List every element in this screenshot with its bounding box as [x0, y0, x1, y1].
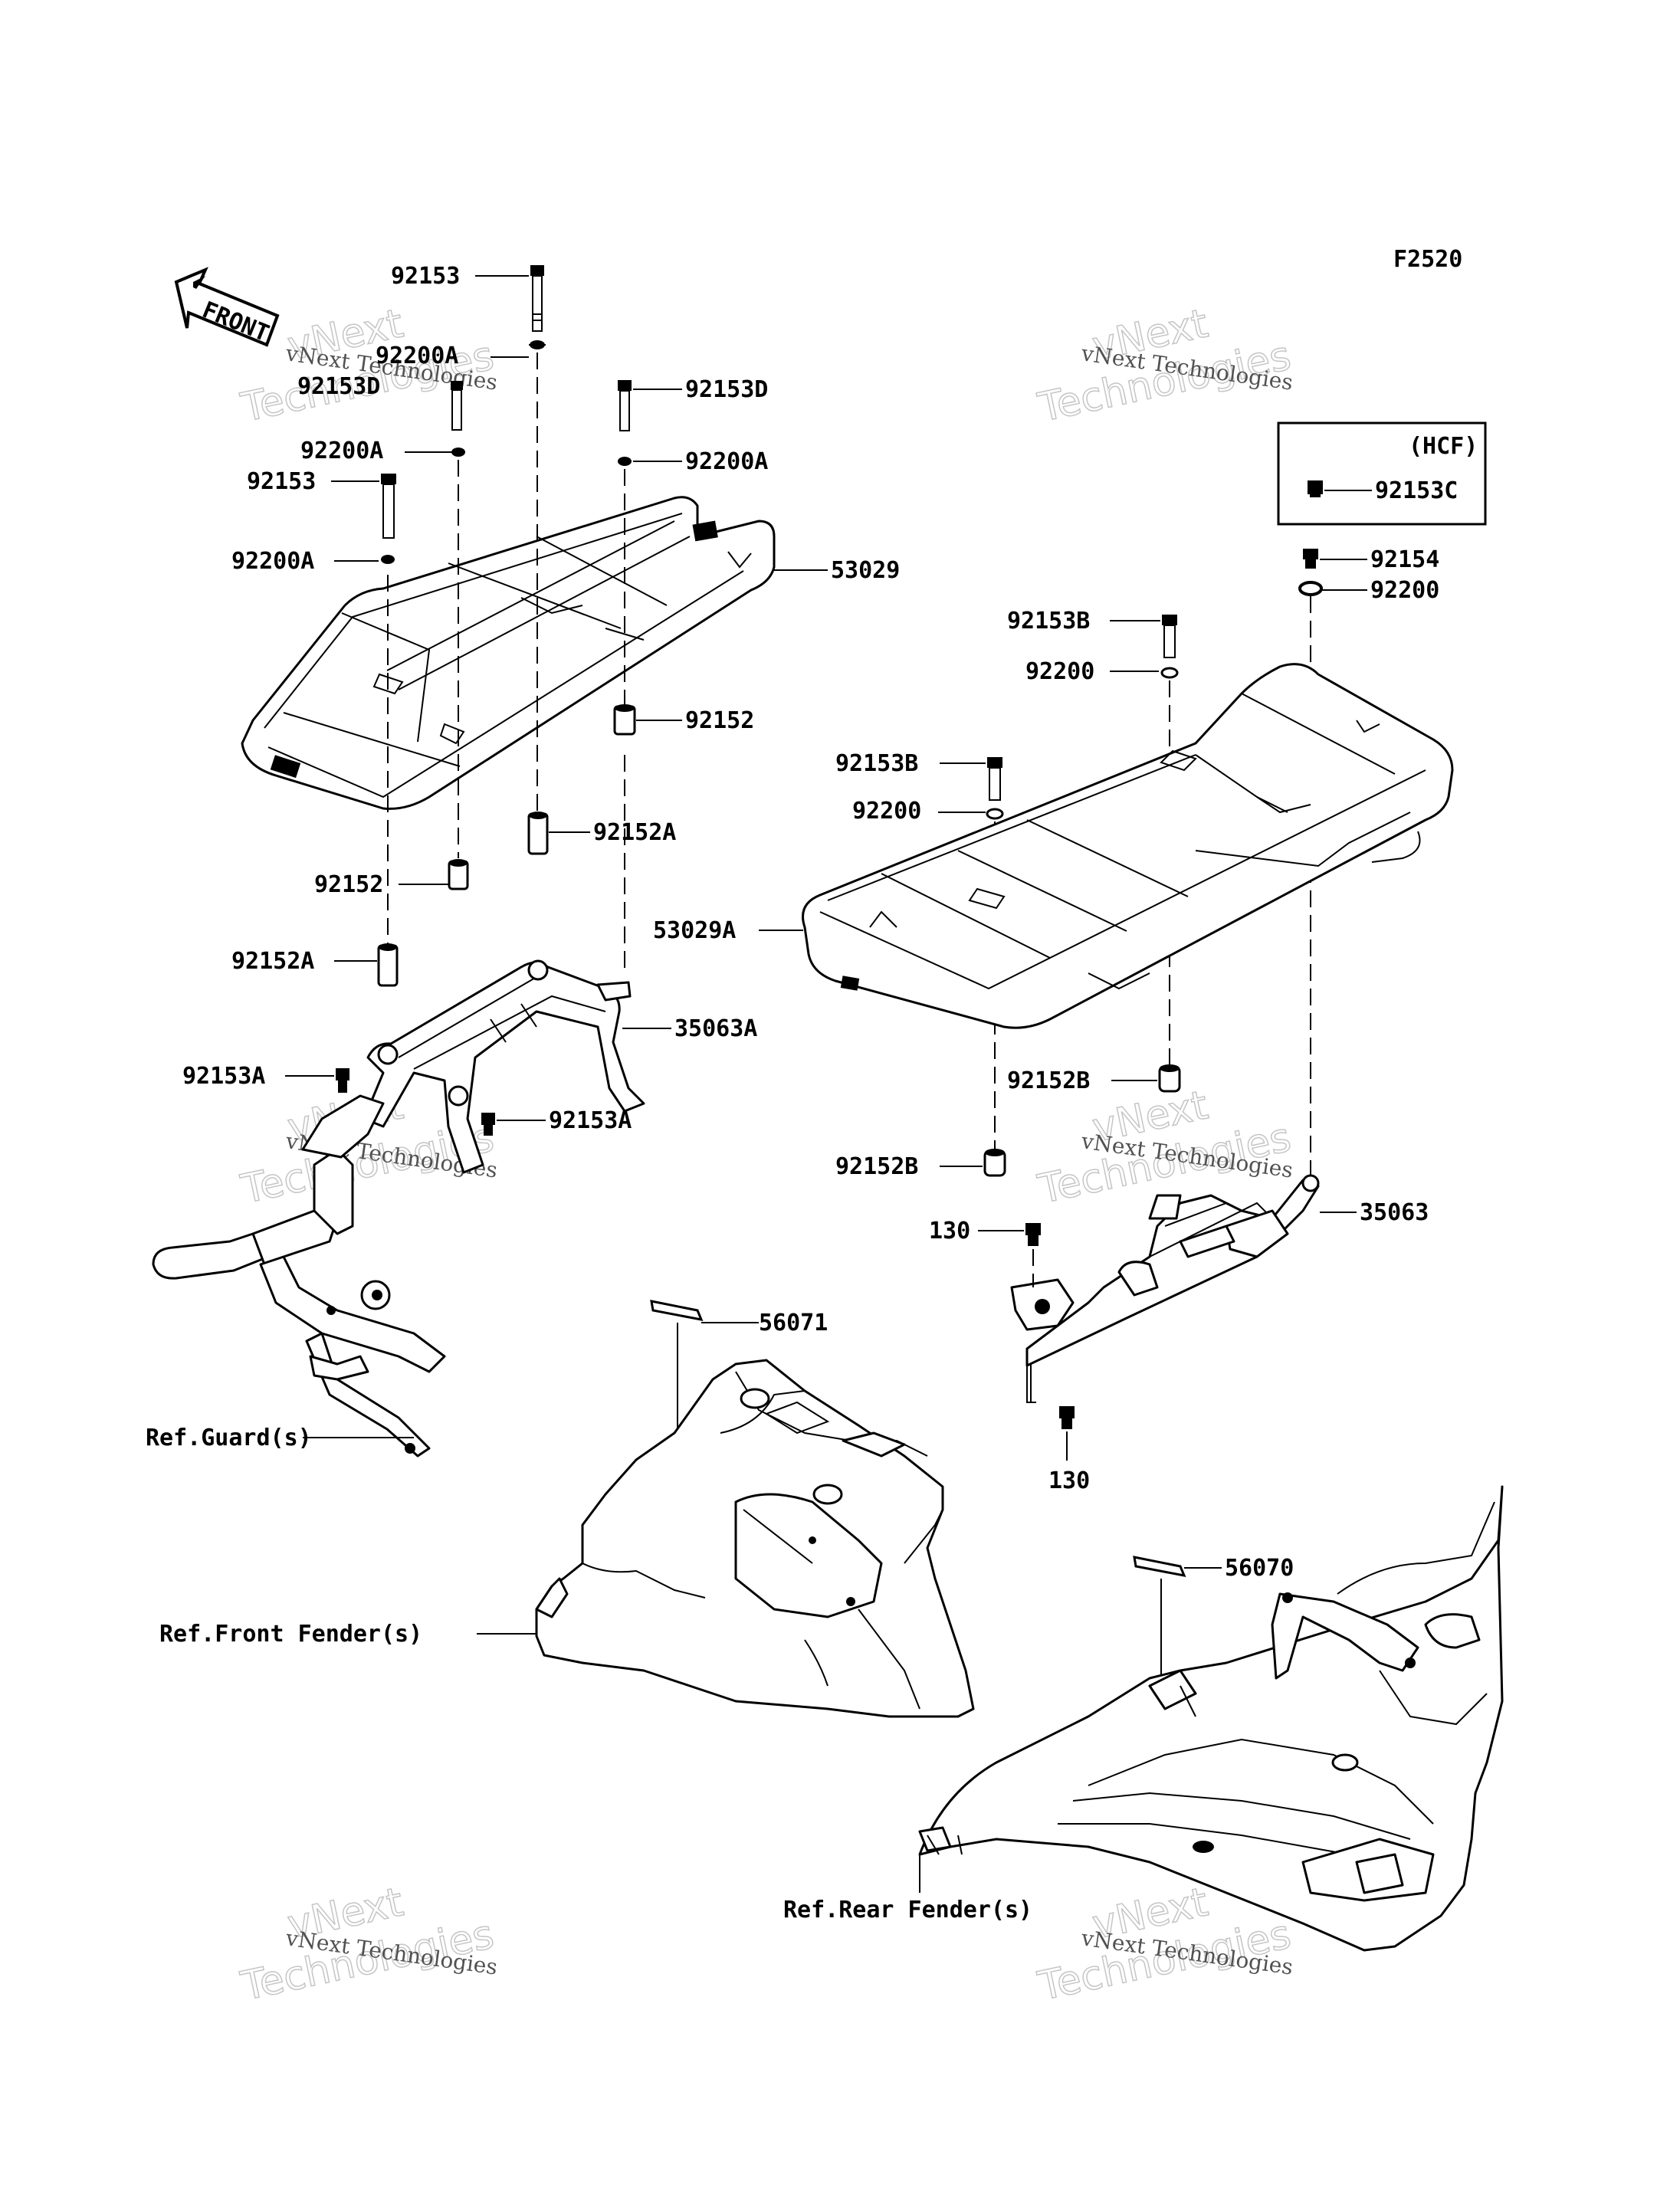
figure-code: F2520: [1393, 246, 1462, 273]
label-92200A-left: 92200A: [300, 438, 383, 464]
label-92153-left: 92153: [247, 468, 316, 495]
collar-92152B-r-icon: [1158, 1064, 1181, 1093]
front-fender-reference: [535, 1359, 975, 1718]
washer-92200-r2-icon: [1160, 667, 1179, 679]
label-92152B-l: 92152B: [835, 1153, 918, 1180]
label-92200A-left2: 92200A: [231, 548, 314, 575]
watermark-4: vNext Technologies vNext Technologies: [1034, 1082, 1296, 1214]
bolt-92153B-l-icon: [987, 757, 1002, 801]
bolt-92153-top-icon: [530, 265, 544, 332]
label-92153B-l: 92153B: [835, 750, 918, 777]
label-56071: 56071: [759, 1310, 828, 1336]
rear-fender-reference: [918, 1485, 1504, 1952]
label-92153A-left: 92153A: [182, 1063, 265, 1090]
collar-92152-left-icon: [448, 859, 469, 890]
label-92152A-left: 92152A: [231, 948, 314, 975]
bolt-92154-icon: [1303, 549, 1318, 569]
bolt-92153A-left-icon: [336, 1068, 349, 1093]
collar-92152-right-icon: [613, 704, 636, 736]
washer-92200-l-icon: [986, 808, 1004, 820]
label-130-top: 130: [929, 1218, 970, 1244]
label-92200-r2: 92200: [1025, 658, 1094, 685]
hcf-box-part: 92153C: [1375, 477, 1458, 504]
bolt-92153A-right-icon: [481, 1113, 495, 1136]
label-92152-right: 92152: [685, 707, 754, 734]
label-53029: 53029: [831, 557, 900, 584]
washer-92200-r1-icon: [1298, 581, 1323, 596]
bolt-130-top-icon: [1025, 1223, 1041, 1246]
label-92153B-r: 92153B: [1007, 608, 1090, 635]
front-carrier-53029: [241, 496, 776, 810]
bolt-92153D-left-icon: [451, 381, 463, 431]
label-53029A: 53029A: [653, 917, 736, 944]
bolt-92153C-icon: [1308, 480, 1323, 497]
bracket-35063A: [363, 959, 645, 1174]
label-92200-l: 92200: [852, 798, 921, 825]
decal-56070-icon: [1133, 1556, 1186, 1577]
label-92153D-right: 92153D: [685, 376, 768, 403]
washer-92200A-left-icon: [451, 448, 465, 457]
label-92154: 92154: [1370, 546, 1439, 573]
watermark-2: vNext Technologies vNext Technologies: [1034, 300, 1296, 432]
label-35063: 35063: [1360, 1199, 1429, 1226]
front-arrow-icon: FRONT: [174, 267, 280, 347]
washer-92200A-right-icon: [618, 457, 632, 466]
watermark-5: vNext Technologies vNext Technologies: [237, 1879, 500, 2011]
label-92152B-r: 92152B: [1007, 1067, 1090, 1094]
label-56070: 56070: [1225, 1555, 1294, 1582]
label-ref-guard: Ref.Guard(s): [146, 1425, 312, 1451]
label-92200-r1: 92200: [1370, 577, 1439, 604]
bolt-92153D-right-icon: [618, 380, 632, 431]
bracket-35063: [1010, 1174, 1320, 1403]
bolt-92153B-r-icon: [1162, 615, 1177, 658]
label-92152A-right: 92152A: [593, 819, 676, 846]
label-ref-rear-fender: Ref.Rear Fender(s): [783, 1897, 1032, 1923]
hcf-box-title: (HCF): [1409, 433, 1478, 460]
label-92153-top: 92153: [391, 263, 460, 290]
bolt-130-bottom-icon: [1059, 1406, 1075, 1429]
label-92153A-right: 92153A: [549, 1107, 632, 1134]
label-ref-front-fender: Ref.Front Fender(s): [159, 1621, 422, 1648]
label-130-bottom: 130: [1048, 1467, 1090, 1494]
collar-92152A-right-icon: [527, 812, 549, 855]
rear-carrier-53029A: [802, 663, 1454, 1029]
label-92200A-right: 92200A: [685, 448, 768, 475]
hcf-box: (HCF) 92153C: [1277, 421, 1487, 526]
label-35063A: 35063A: [674, 1015, 757, 1042]
collar-92152B-l-icon: [983, 1149, 1006, 1177]
label-92153D-left: 92153D: [297, 373, 380, 400]
decal-56071-icon: [650, 1300, 704, 1321]
bolt-92153-left-icon: [381, 474, 396, 539]
washer-92200A-left2-icon: [381, 555, 395, 564]
label-92200A-top: 92200A: [376, 343, 458, 369]
label-92152-left: 92152: [314, 871, 383, 898]
guard-reference: [152, 1094, 446, 1458]
collar-92152A-left-icon: [377, 943, 399, 987]
